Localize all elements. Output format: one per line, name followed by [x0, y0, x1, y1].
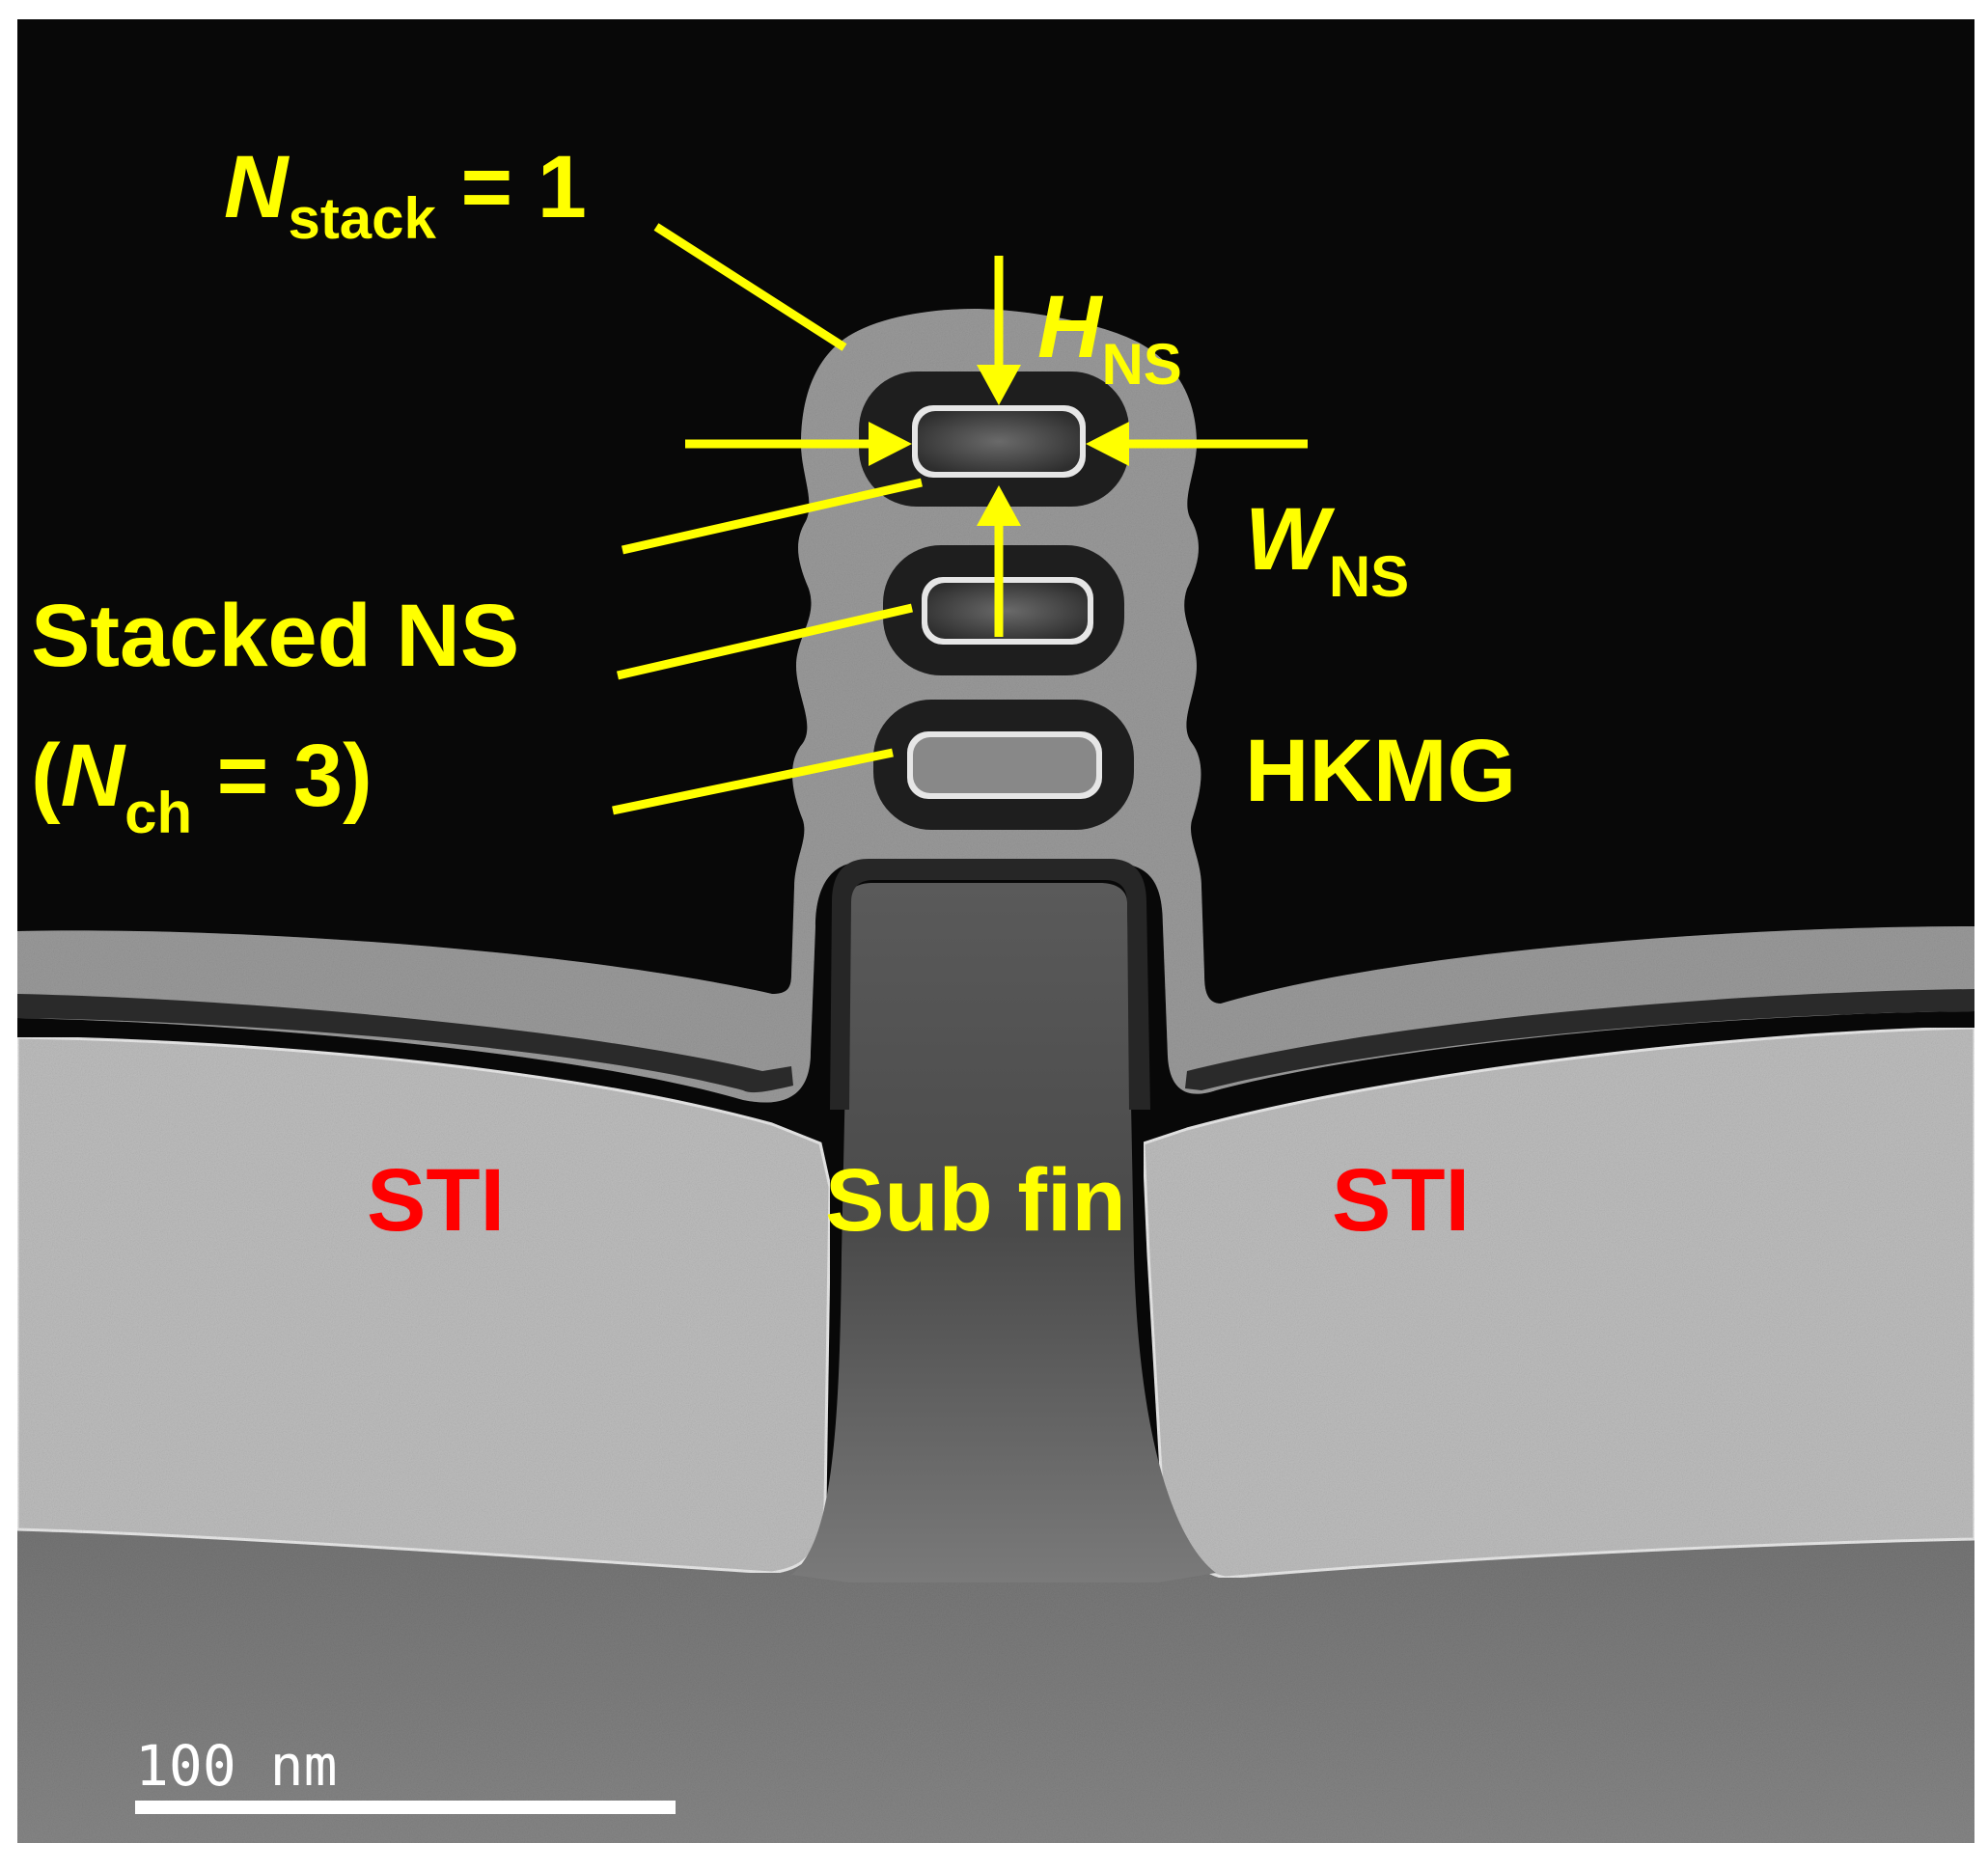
stacked-ns-pointer-1	[621, 478, 923, 555]
n-ch-label: (Nch = 3)	[31, 727, 373, 845]
scale-bar: 100 nm	[135, 1733, 676, 1814]
w-ns-right-arrowhead	[1086, 422, 1129, 466]
h-ns-top-arrowhead	[977, 365, 1021, 405]
sti-right-label: STI	[1332, 1151, 1470, 1250]
scale-bar-label: 100 nm	[135, 1733, 338, 1799]
liner-left	[17, 994, 793, 1093]
stacked-ns-label: Stacked NS	[31, 587, 519, 685]
sub-fin-region	[791, 883, 1216, 1582]
annotations	[612, 223, 1308, 815]
text-labels: Nstack = 1 HNS WNS Stacked NS (Nch = 3) …	[31, 138, 1516, 1250]
sti-left-region	[15, 1035, 832, 1575]
nanosheet-middle	[927, 583, 1088, 639]
scale-bar-line	[135, 1801, 676, 1814]
nanosheet-stack	[859, 371, 1134, 830]
w-ns-left-arrowhead	[869, 422, 912, 466]
sub-fin-label: Sub fin	[825, 1151, 1126, 1250]
liner-right	[1185, 989, 1974, 1090]
nanosheet-top	[918, 411, 1080, 472]
sti-left-label: STI	[367, 1151, 505, 1250]
h-ns-label: HNS	[1037, 278, 1182, 397]
n-stack-pointer	[653, 223, 847, 351]
n-stack-label: Nstack = 1	[224, 138, 587, 251]
h-ns-bottom-arrowhead	[977, 485, 1021, 526]
stacked-ns-pointer-2	[616, 603, 914, 680]
hkmg-label: HKMG	[1245, 722, 1516, 820]
sti-right-region	[1142, 1026, 1976, 1580]
nanosheet-bottom	[913, 737, 1096, 793]
stacked-ns-pointer-3	[612, 748, 894, 815]
w-ns-label: WNS	[1245, 490, 1409, 609]
